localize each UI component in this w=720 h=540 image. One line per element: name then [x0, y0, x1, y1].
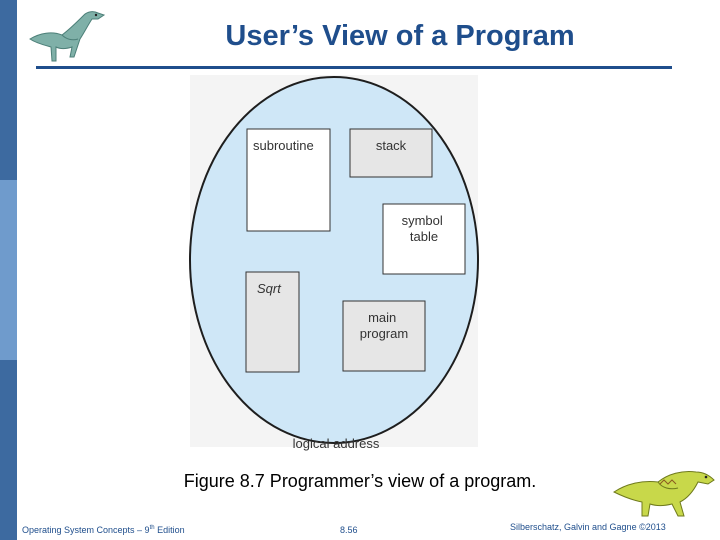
page-title: User’s View of a Program — [225, 20, 575, 52]
block-symbol-table: symbol table — [382, 203, 466, 275]
block-label: subroutine — [253, 138, 314, 153]
block-label-line: program — [360, 326, 408, 341]
dinosaur-corner-icon — [613, 471, 715, 517]
footer-book-title-text: Operating System Concepts – 9 — [22, 525, 150, 535]
block-label-line: main — [368, 310, 396, 325]
logical-address-diagram: subroutine stack symbol table Sqrt main … — [189, 75, 479, 451]
footer-book-title-suffix: Edition — [154, 525, 185, 535]
block-label: Sqrt — [257, 281, 282, 296]
dinosaur-logo-icon — [29, 11, 106, 62]
title-underline — [36, 66, 672, 69]
sidebar-segment — [0, 180, 17, 360]
block-label: stack — [376, 138, 407, 153]
block-label-line: symbol — [402, 213, 443, 228]
axis-label: logical address — [293, 436, 380, 451]
block-main-program: main program — [342, 300, 426, 372]
sidebar-segment — [0, 0, 17, 180]
block-label: symbol table — [402, 213, 447, 244]
footer-page-number: 8.56 — [340, 525, 358, 535]
figure-caption: Figure 8.7 Programmer’s view of a progra… — [183, 471, 537, 491]
footer-book-title-superscript: th — [149, 525, 155, 531]
sidebar-segment — [0, 360, 17, 540]
left-sidebar-decoration — [0, 0, 17, 540]
block-stack: stack — [349, 128, 433, 178]
block-sqrt: Sqrt — [245, 271, 300, 373]
block-subroutine: subroutine — [246, 128, 331, 232]
block-label-line: table — [410, 229, 438, 244]
footer-book-title: Operating System Concepts – 9th Edition — [22, 525, 185, 535]
block-label: main program — [360, 310, 408, 341]
footer-copyright: Silberschatz, Galvin and Gagne ©2013 — [510, 522, 666, 532]
